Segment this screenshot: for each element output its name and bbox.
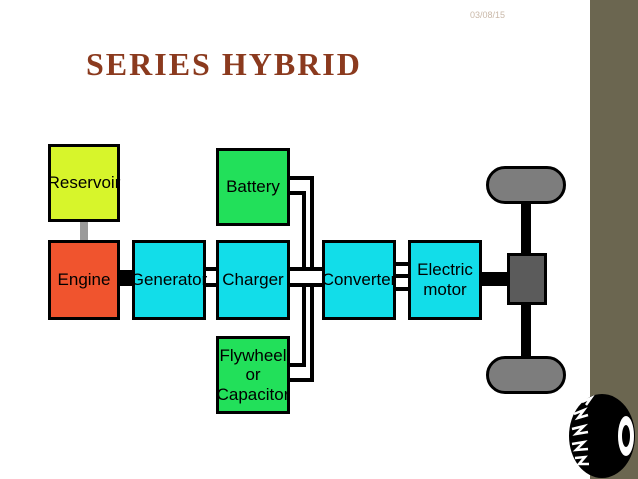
flywheel-link-v-2 [302,285,306,367]
slide-date: 03/08/15 [470,10,506,20]
engine-label: Engine [57,270,111,290]
differential-block [507,253,547,305]
flywheel-label-line2: or [245,365,261,385]
wheel-top [486,166,566,204]
generator-charger-link-2 [204,283,218,287]
flywheel-link-v-1 [310,285,314,382]
engine-generator-shaft [118,270,134,286]
generator-block: Generator [130,240,208,320]
slide-title: SERIES HYBRID [86,46,362,82]
battery-link-v-1 [310,176,314,269]
engine-block: Engine [48,240,120,320]
charger-label: Charger [222,270,284,290]
flywheel-link-h-2 [288,363,306,367]
generator-charger-link-1 [204,267,218,271]
converter-block: Converter [322,240,396,320]
reservoir-label: Reservoir [47,173,121,193]
wheel-bottom [486,356,566,394]
charger-converter-link-2 [288,283,324,287]
motor-shaft [480,272,508,286]
motor-label-line2: motor [423,280,467,299]
battery-link-h-2 [288,191,306,195]
flywheel-link-h-1 [288,378,314,382]
generator-label: Generator [130,270,208,290]
battery-link-v-2 [302,191,306,269]
battery-block: Battery [216,148,290,226]
tire-icon [569,394,635,478]
charger-block: Charger [216,240,290,320]
reservoir-engine-link [80,220,88,242]
battery-link-h-1 [288,176,314,180]
converter-label: Converter [321,270,397,290]
motor-label-line1: Electric [417,260,473,280]
converter-motor-link-2 [394,274,410,278]
electric-motor-block: Electric motor [408,240,482,320]
flywheel-block: Flywheel or Capacitor [216,336,290,414]
converter-motor-link-1 [394,262,410,266]
axle-upper [521,198,531,254]
reservoir-block: Reservoir [48,144,120,222]
charger-converter-link-1 [288,267,324,271]
battery-label: Battery [226,177,280,197]
converter-motor-link-3 [394,287,410,291]
flywheel-label-line3: Capacitor [216,384,290,404]
axle-lower [521,304,531,358]
flywheel-label-line1: Flywheel [219,345,287,365]
